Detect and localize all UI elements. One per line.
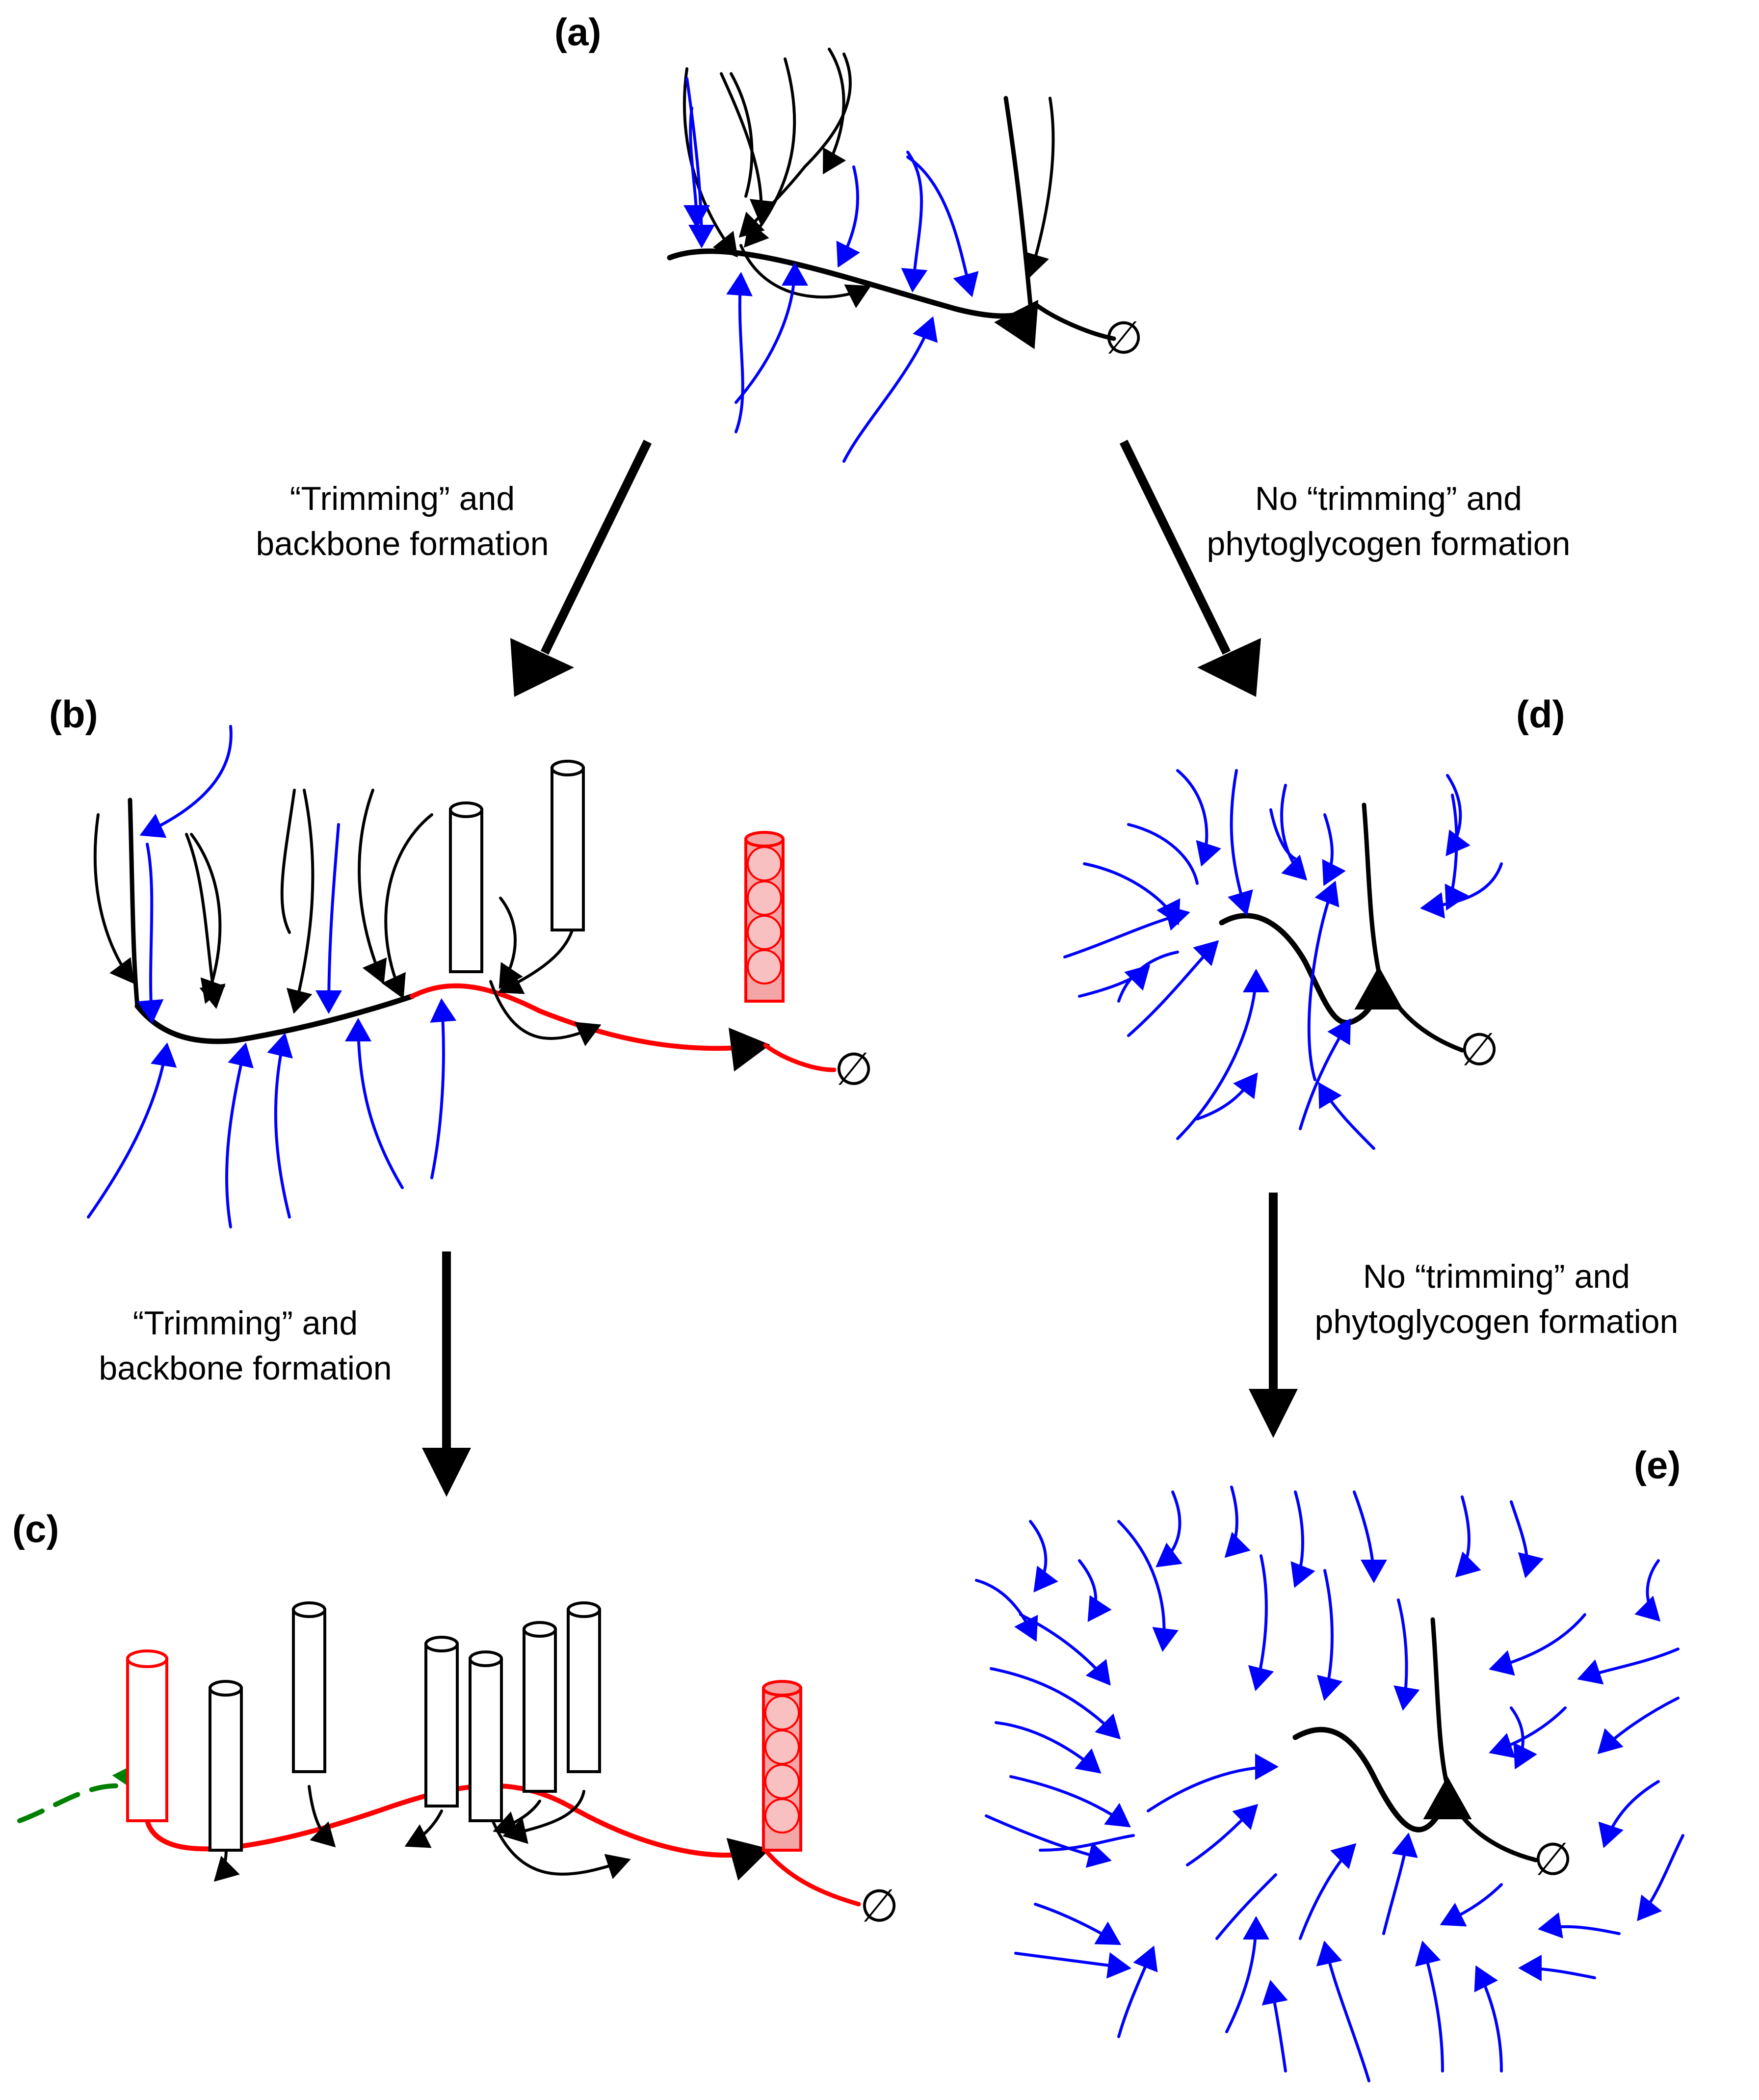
reducing-end-c: ∅ [860, 1881, 899, 1931]
panel-label-b: (b) [49, 692, 98, 736]
cylinder [209, 1680, 243, 1852]
transition-arrow-b-to-c [422, 1251, 471, 1497]
cylinder [449, 801, 483, 973]
panel-a-backbone [667, 248, 1039, 349]
reducing-end-e: ∅ [1533, 1834, 1573, 1885]
reducing-end-b: ∅ [834, 1044, 874, 1094]
caption-right-bottom-line1: No “trimming” and [1363, 1258, 1630, 1295]
caption-right-top: No “trimming” and phytoglycogen formatio… [1168, 476, 1609, 566]
panel-b-black-backbone [134, 993, 415, 1044]
reducing-end-d: ∅ [1460, 1025, 1499, 1075]
panel-label-c: (c) [12, 1507, 59, 1550]
transition-arrow-a-to-d [1119, 440, 1261, 697]
caption-right-bottom: No “trimming” and phytoglycogen formatio… [1276, 1254, 1717, 1344]
cylinder [469, 1650, 503, 1822]
caption-left-bottom: “Trimming” and backbone formation [25, 1301, 466, 1391]
caption-left-bottom-line2: backbone formation [99, 1350, 392, 1387]
helix-cylinder [762, 1680, 802, 1852]
reducing-end-a: ∅ [1104, 313, 1144, 363]
panel-b-red-backbone [410, 983, 770, 1072]
cylinder [292, 1601, 326, 1773]
panel-label-a: (a) [554, 10, 602, 53]
caption-left-bottom-line1: “Trimming” and [132, 1304, 358, 1342]
caption-left-top: “Trimming” and backbone formation [182, 476, 623, 566]
red-cylinder [126, 1649, 168, 1822]
cylinder [567, 1601, 601, 1773]
panel-b-structure [87, 725, 837, 1228]
panel-e-black-core [1292, 1727, 1472, 1833]
caption-left-top-line2: backbone formation [256, 525, 549, 562]
caption-right-bottom-line2: phytoglycogen formation [1314, 1303, 1679, 1340]
helix-cylinder [744, 831, 785, 1003]
cylinder [551, 760, 585, 931]
panel-label-d: (d) [1516, 692, 1565, 736]
caption-right-top-line1: No “trimming” and [1255, 480, 1523, 517]
panel-a-structure [667, 48, 1116, 463]
panel-d-black-core [1219, 913, 1403, 1026]
caption-left-top-line1: “Trimming” and [289, 480, 515, 517]
panel-label-e: (e) [1634, 1443, 1681, 1487]
transition-arrow-d-to-e [1249, 1193, 1298, 1438]
cylinder [523, 1621, 557, 1793]
caption-right-top-line2: phytoglycogen formation [1207, 525, 1571, 562]
cylinder [424, 1636, 459, 1808]
panel-d-structure [1063, 769, 1503, 1150]
transition-arrow-a-to-b [510, 440, 652, 697]
panel-e-structure [975, 1486, 1684, 2082]
panel-c-structure [17, 1601, 861, 1907]
